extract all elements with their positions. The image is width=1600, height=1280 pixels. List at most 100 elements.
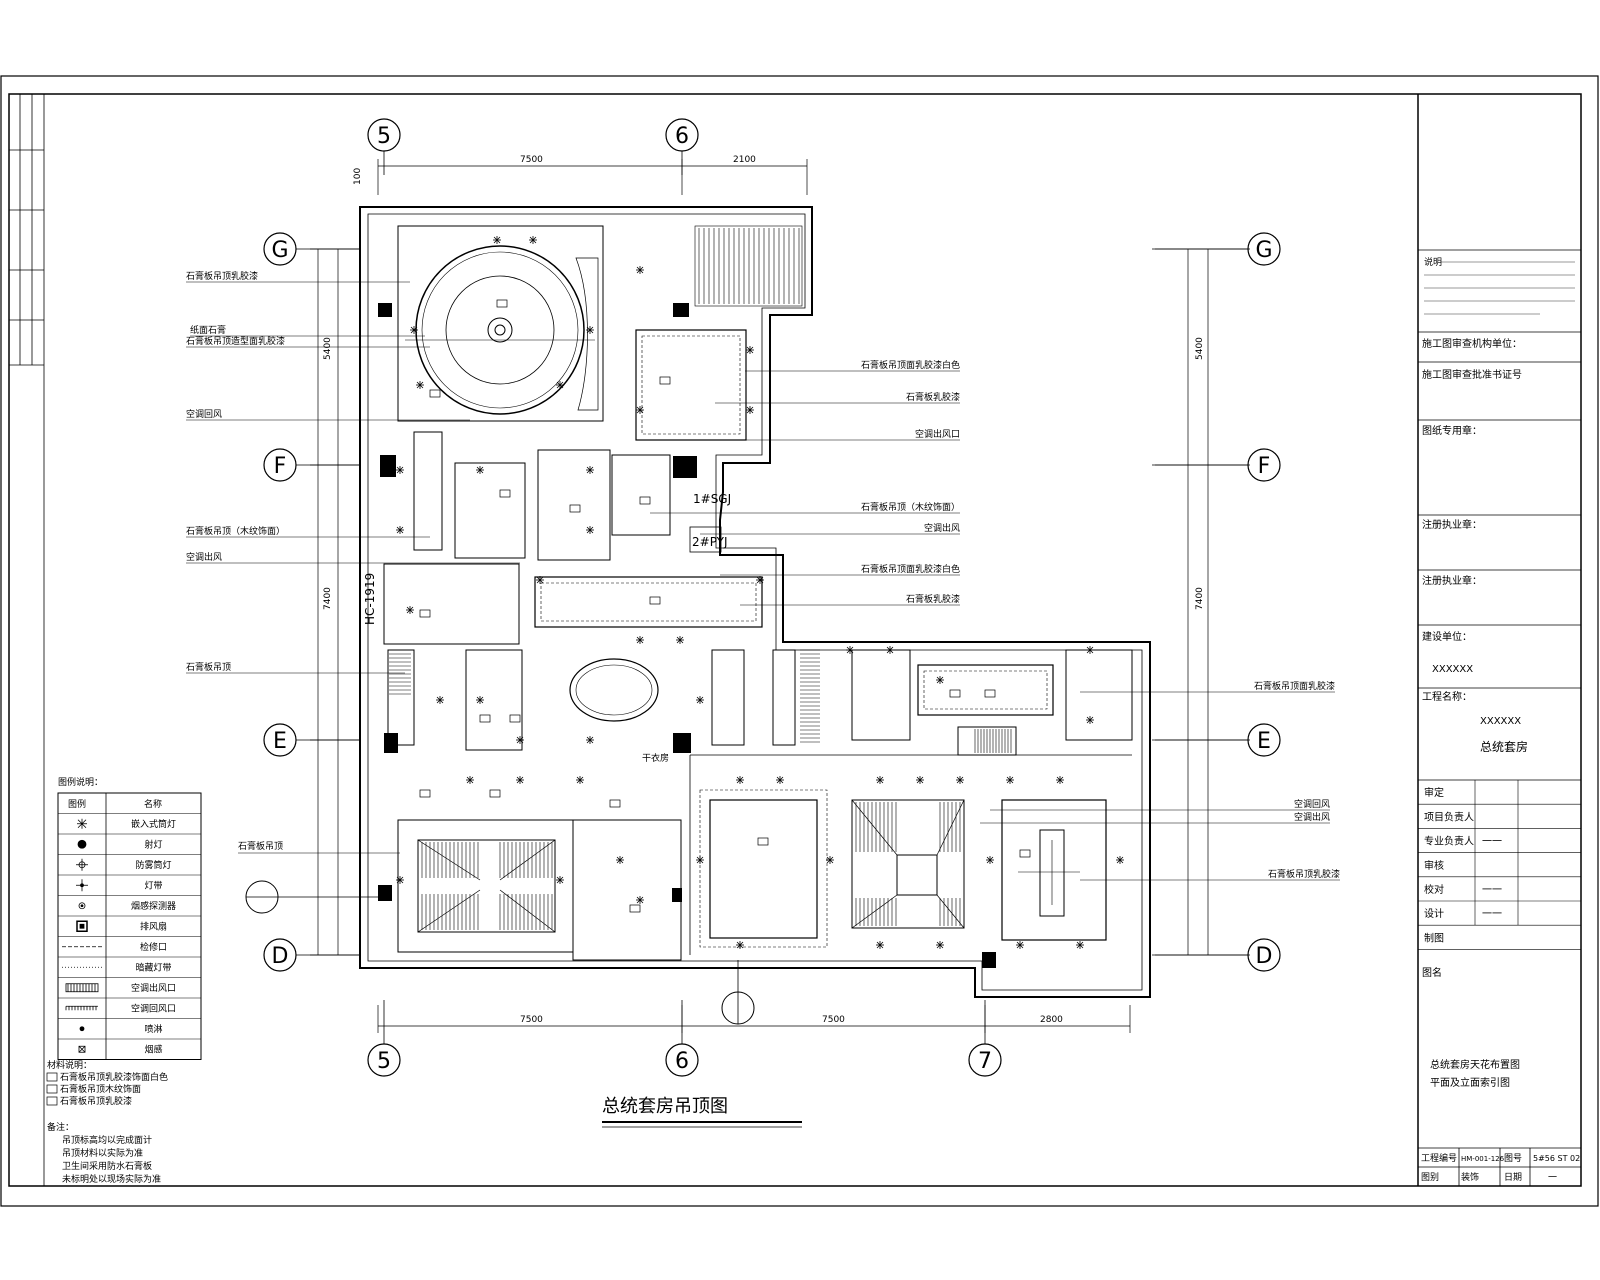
downlight-icon [1086,716,1094,724]
downlight-icon [826,856,834,864]
dim-bottom-3: 2800 [1040,1015,1063,1025]
downlight-icon [936,676,944,684]
footer-2-4: 一 [1548,1173,1557,1183]
downlight-icon [396,466,404,474]
role-label: 专业负责人 [1424,835,1474,848]
downlight-icon [466,776,474,784]
legend-item-name: 暗藏灯带 [135,961,171,973]
axis-left-D-label: D [272,944,289,969]
role-label: 设计 [1424,907,1444,920]
oval-ceiling [569,658,659,722]
legend-item-name: 灯带 [144,880,162,891]
shaft-label-b: 2#PYJ [692,535,728,549]
axis-top-6-label: 6 [675,124,689,149]
downlight-icon [776,776,784,784]
axis-right-F-label: F [1258,454,1271,479]
legend-table: 图例名称嵌入式筒灯射灯防雾筒灯灯带烟感探测器排风扇检修口暗藏灯带空调出风口空调回… [57,792,202,1060]
floor-plan [359,206,1151,998]
downlight-icon [616,856,624,864]
downlight-icon [746,406,754,414]
callout-right-2: 石膏板乳胶漆 [906,391,960,403]
axis-bottom-7-label: 7 [978,1049,992,1074]
downlight-icon [636,636,644,644]
downlight-icon [636,266,644,274]
vent-rectangles [419,299,1031,913]
role-label: 审定 [1424,786,1444,799]
vent-thin-icon [65,1005,98,1011]
legend-item-name: 排风扇 [140,920,167,932]
dot-icon [79,1026,85,1032]
downlight-icon [536,576,544,584]
project-name: 总统套房 [1480,739,1528,754]
legend-item-name: 防雾筒灯 [135,859,171,871]
note-text: 石膏板吊顶乳胶漆 [60,1095,132,1107]
downlight-icon [516,736,524,744]
legend-item-name: 烟感探测器 [131,900,176,912]
callout-right-9: 空调回风 [1294,798,1330,810]
callout-left-4: 空调回风 [186,408,222,420]
notes-title: 材料说明： [47,1059,92,1071]
design-unit-label: 建设单位： [1422,630,1472,643]
downlight-icon [586,326,594,334]
remark-text: 吊顶材料以实际为准 [62,1147,143,1159]
dim-top-2: 2100 [733,155,756,165]
legend-header-icon: 图例 [68,798,86,810]
x-box-icon [78,1045,86,1053]
dim-left-top: 100 [353,168,363,185]
note-text: 石膏板吊顶乳胶漆饰面白色 [60,1071,168,1083]
callout-right-3: 空调出风口 [915,428,960,440]
roles-table: 审定项目负责人专业负责人一一审核校对一一设计一一制图 [1418,780,1581,950]
downlight-icon [476,466,484,474]
footer-2-1: 图别 [1421,1172,1439,1183]
grille-top-right [694,225,803,307]
legend-item-name: 检修口 [140,941,167,953]
callout-left-7: 石膏板吊顶 [186,661,231,673]
downlight-icon [556,381,564,389]
legend-item-name: 空调回风口 [131,1002,176,1014]
downlight-icon [576,776,584,784]
callout-leaders: 石膏板吊顶乳胶漆纸面石膏石膏板吊顶造型面乳胶漆空调回风石膏板吊顶（木纹饰面）空调… [186,270,1340,881]
footer-1-3: 图号 [1504,1153,1522,1164]
footer-1-2: HM-001-126 [1461,1155,1505,1163]
downlight-icon [586,526,594,534]
downlight-icon [916,776,924,784]
downlight-icon [529,236,537,244]
callout-right-11: 石膏板吊顶乳胶漆 [1268,868,1340,880]
downlight-icon [696,696,704,704]
remark-text: 未标明处以现场实际为准 [62,1173,161,1185]
remark-text: 卫生间采用防水石膏板 [62,1160,152,1172]
legend-item-name: 空调出风口 [131,982,176,994]
downlight-icon [696,856,704,864]
downlight-icon [756,576,764,584]
binding-strip [9,94,45,1186]
dim-top-1: 7500 [520,155,543,165]
remarks-title: 备注： [47,1121,74,1133]
callout-left-5: 石膏板吊顶（木纹饰面） [186,525,285,537]
callout-right-1: 石膏板吊顶面乳胶漆白色 [861,359,960,371]
callout-right-10: 空调出风 [1294,811,1330,823]
axis-right-D-label: D [1256,944,1273,969]
downlight-icon [956,776,964,784]
downlight-icon [410,326,418,334]
ring-icon [78,902,86,910]
column-fills [378,303,996,968]
legend-item-name: 烟感 [144,1043,162,1055]
callout-left-3: 石膏板吊顶造型面乳胶漆 [186,335,285,347]
remark-text: 吊顶标高均以完成面计 [62,1134,152,1146]
downlight-icon [516,776,524,784]
circle-dot-icon [77,839,87,849]
legend-header-name: 名称 [144,798,162,810]
downlight-icon [1116,856,1124,864]
role-label: 制图 [1424,931,1444,944]
footer-2-2: 装饰 [1461,1171,1479,1183]
dim-bottom-1: 7500 [520,1015,543,1025]
downlight-icon [876,941,884,949]
callout-right-6: 石膏板吊顶面乳胶漆白色 [861,563,960,575]
footer-1-4: 5#56 ST 02 [1533,1154,1580,1163]
downlight-icon [1056,776,1064,784]
tb-row-2: 施工图审查批准书证号 [1422,368,1522,381]
